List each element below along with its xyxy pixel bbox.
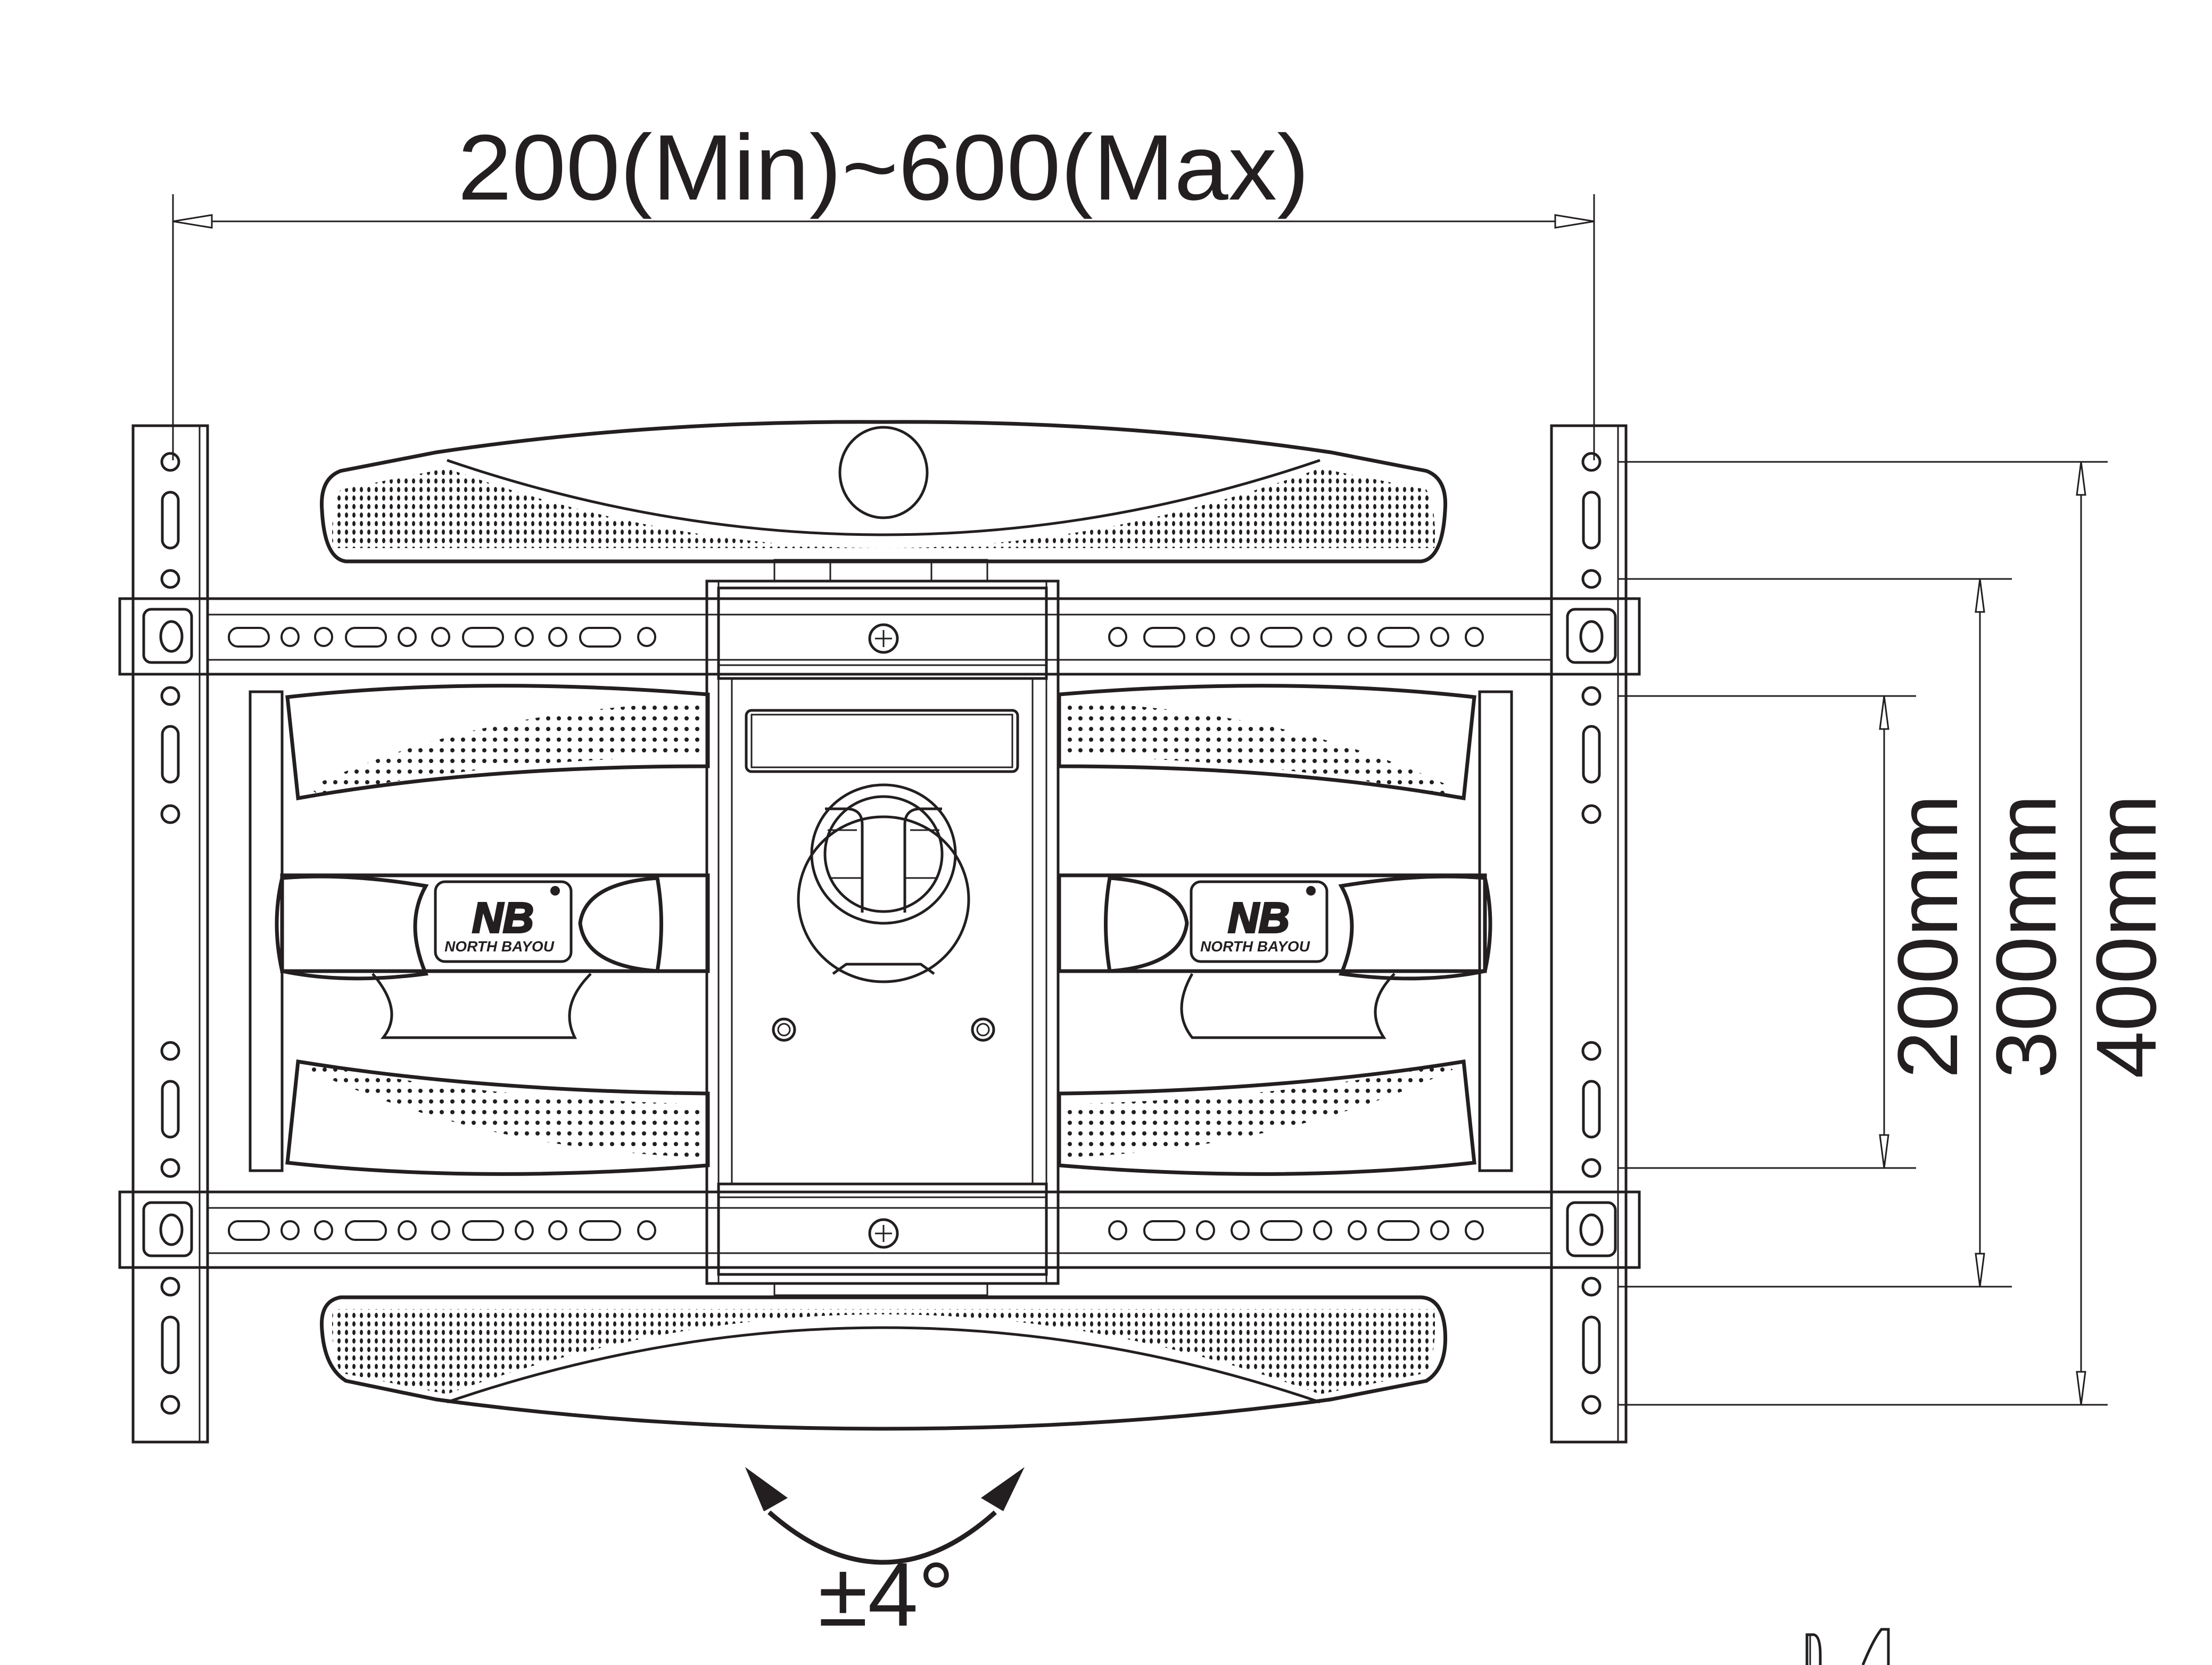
partial-side-view-figure	[1805, 1628, 1890, 1665]
tilt-arrow-icon	[767, 1510, 997, 1565]
plate-window	[745, 709, 1019, 773]
bottom-screw-icon	[868, 1218, 899, 1249]
top-horizontal-rail	[118, 597, 1641, 676]
vertical-dimension-label-200: 200mm	[1880, 794, 1975, 1079]
left-arrow-icon	[172, 214, 213, 229]
bottom-handle-bar	[319, 1295, 1448, 1431]
tilt-indicator: ±4°	[745, 1467, 1025, 1645]
vertical-dimension-label-400: 400mm	[2078, 794, 2174, 1079]
tilt-label: ±4°	[818, 1544, 954, 1645]
vertical-dimension-label-300: 300mm	[1978, 794, 2074, 1079]
handle-hole	[838, 426, 929, 519]
top-screw-icon	[868, 623, 899, 654]
central-plate	[705, 559, 1060, 1296]
logo-brand: NORTH BAYOU	[444, 938, 555, 955]
left-vertical-rail	[131, 424, 209, 1444]
right-brand-logo: NB NORTH BAYOU	[1190, 880, 1328, 963]
logo-mark: NB	[472, 894, 534, 941]
vertical-dimensions: 200mm 300mm 400mm	[1618, 461, 2174, 1406]
right-vertical-rail	[1550, 424, 1628, 1444]
logo-brand: NORTH BAYOU	[1200, 938, 1310, 955]
width-dimension-label: 200(Min)~600(Max)	[458, 116, 1309, 220]
bottom-horizontal-rail	[118, 1190, 1641, 1269]
left-brand-logo: NB NORTH BAYOU	[434, 880, 573, 963]
right-arrow-icon	[1554, 214, 1595, 229]
top-handle-bar	[319, 420, 1448, 564]
width-dimension: 200(Min)~600(Max)	[172, 116, 1595, 460]
logo-mark: NB	[1228, 894, 1290, 941]
